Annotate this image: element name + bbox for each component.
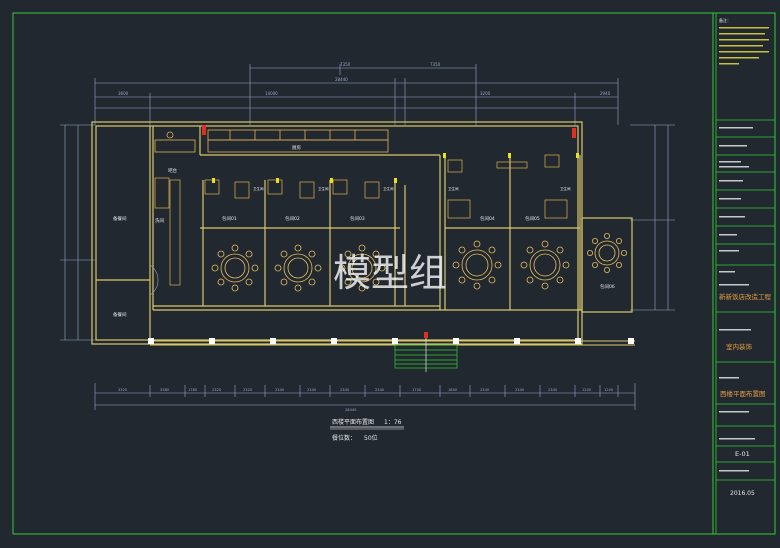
bottom-dimensions [94,383,636,410]
drawing-title: 西楼平面布置图 1：76 餐位数： 50位 [330,418,404,442]
svg-text:3600: 3600 [118,91,129,96]
total-dim-top: 28440 [335,77,348,82]
label-washroom: 洗间 [155,217,164,224]
label-storage-2: 备餐间 [113,311,127,318]
top-dimensions [94,64,619,125]
table-room-01 [211,244,259,292]
svg-text:1700: 1700 [412,388,422,392]
svg-text:2320: 2320 [243,388,253,392]
label-bar: 吧台 [168,167,177,174]
title-block [715,12,776,535]
svg-text:2320: 2320 [212,388,222,392]
entrance-steps [394,336,458,372]
svg-text:7350: 7350 [430,62,441,67]
svg-text:3320: 3320 [118,388,128,392]
label-storage-1: 备餐间 [113,215,127,222]
label-wc-3: 卫生间 [383,186,394,191]
watermark: 模型组 [333,251,447,295]
tb-date: 2016.05 [730,490,755,497]
svg-text:2340: 2340 [275,388,285,392]
svg-text:2340: 2340 [340,388,350,392]
label-room-03: 包间03 [350,215,365,222]
svg-text:1780: 1780 [188,388,198,392]
label-wc-4: 卫生间 [448,186,459,191]
tb-drawing-name: 西楼平面布置图 [720,389,766,398]
svg-text:1200: 1200 [604,388,614,392]
svg-text:1200: 1200 [582,388,592,392]
entrance-red-mark [424,332,428,338]
svg-text:3380: 3380 [160,388,170,392]
left-dimensions [60,124,95,341]
inner-frame [12,12,714,535]
svg-text:2340: 2340 [480,388,490,392]
red-marker-2 [572,128,576,138]
bottom-dim-labels: 3320 3380 1780 2320 2320 2340 2340 2340 … [118,388,614,412]
label-room-02: 包间02 [285,215,300,222]
table-room-03 [338,244,386,292]
seats-label: 餐位数： [332,434,356,442]
label-room-05: 包间05 [525,215,540,222]
wc-fixtures [154,154,568,286]
front-window-strip [148,338,635,346]
tb-notes-lines [719,27,769,65]
svg-text:1800: 1800 [448,388,458,392]
tb-design-unit: 室内装饰 [726,342,753,351]
svg-text:28440: 28440 [345,408,357,412]
building-walls [91,121,633,345]
tb-drawing-no: E-01 [735,450,750,458]
table-room-02 [274,244,322,292]
kitchen-counter [154,129,389,153]
room-labels: 吧台 厨房 备餐间 备餐间 洗间 包间01 包间02 包间03 包间04 包间0… [113,144,615,318]
tb-notes-label: 备注： [719,17,731,23]
red-marker-1 [202,125,206,135]
label-room-01: 包间01 [222,215,237,222]
label-wc-1: 卫生间 [253,186,264,191]
svg-text:3200: 3200 [480,91,491,96]
svg-text:14000: 14000 [265,91,278,96]
label-wc-2: 卫生间 [318,186,329,191]
table-room-06 [587,232,628,273]
right-dimensions [630,124,675,311]
seats-value: 50位 [364,434,378,442]
tb-project-name: 新新饭店改造工程 [719,292,772,301]
round-tables [211,232,628,292]
top-dim-labels: 3600 14000 3200 2940 28440 7350 7350 [118,62,611,96]
door-arc [149,264,159,296]
svg-text:7350: 7350 [340,62,351,67]
table-room-05 [520,240,570,290]
label-wc-5: 卫生间 [560,186,571,191]
yellow-markers [212,153,579,183]
table-room-04 [452,240,502,290]
svg-text:2940: 2940 [600,91,611,96]
svg-text:2340: 2340 [515,388,525,392]
scale-text: 1：76 [384,419,402,426]
label-room-06: 包间06 [600,283,615,290]
label-room-04: 包间04 [480,215,495,222]
tb-small-rows [719,127,755,472]
svg-text:2340: 2340 [375,388,385,392]
title-text: 西楼平面布置图 [332,418,374,426]
svg-text:2340: 2340 [548,388,558,392]
label-kitchen: 厨房 [292,144,301,151]
svg-text:2340: 2340 [307,388,317,392]
